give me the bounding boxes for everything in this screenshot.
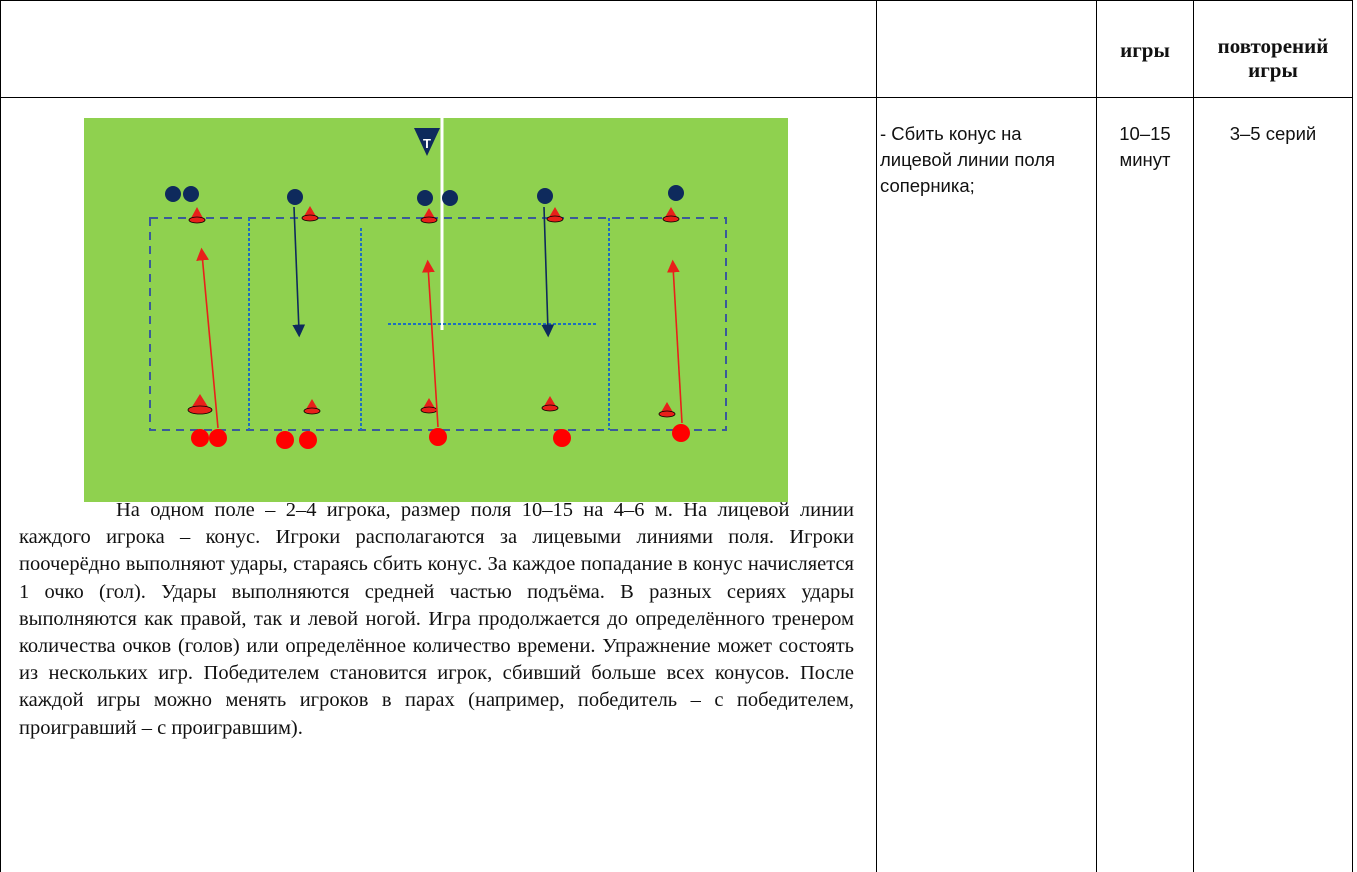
table-row-divider <box>0 97 1353 98</box>
player-dot-icon <box>209 429 227 447</box>
top-cones <box>188 206 680 224</box>
cone-icon <box>546 207 564 223</box>
cone-icon <box>541 396 559 412</box>
training-field-diagram: T <box>84 118 788 502</box>
cone-icon <box>187 394 213 415</box>
shot-arrow <box>541 206 555 338</box>
header-repetitions: повторений игры <box>1217 34 1329 82</box>
outer-dashed-boundary <box>149 217 727 431</box>
description-text: На одном поле – 2–4 игрока, размер поля … <box>19 499 854 739</box>
shot-arrow <box>292 206 306 338</box>
cone-icon <box>420 398 438 414</box>
player-dot-icon <box>672 424 690 442</box>
table-col-divider-3 <box>1193 0 1194 872</box>
player-dot-icon <box>287 189 303 205</box>
player-dot-icon <box>299 431 317 449</box>
red-players <box>191 424 690 449</box>
shot-arrow <box>196 247 219 429</box>
red-shot-arrows <box>196 247 683 429</box>
player-dot-icon <box>668 185 684 201</box>
exercise-duration: 10–15 минут <box>1119 123 1171 170</box>
cone-icon <box>658 402 676 418</box>
cone-icon <box>662 207 680 223</box>
player-dot-icon <box>417 190 433 206</box>
exercise-description: На одном поле – 2–4 игрока, размер поля … <box>19 497 854 742</box>
player-dot-icon <box>191 429 209 447</box>
table-col-divider-1 <box>876 0 877 872</box>
table-border-left <box>0 0 1 872</box>
player-dot-icon <box>537 188 553 204</box>
bottom-cones <box>187 394 676 418</box>
table-border-top <box>0 0 1353 1</box>
cone-icon <box>188 207 206 224</box>
player-dot-icon <box>276 431 294 449</box>
player-dot-icon <box>442 190 458 206</box>
player-dot-icon <box>183 186 199 202</box>
player-dot-icon <box>553 429 571 447</box>
blue-players <box>165 185 684 206</box>
exercise-goal: - Сбить конус на лицевой линии поля сопе… <box>880 123 1056 196</box>
table-border-right <box>1352 0 1353 872</box>
player-dot-icon <box>165 186 181 202</box>
header-duration: игры <box>1120 38 1170 62</box>
blue-shot-arrows <box>292 206 555 338</box>
coach-label: T <box>423 136 431 151</box>
cone-icon <box>303 399 321 415</box>
exercise-repetitions: 3–5 серий <box>1229 123 1317 144</box>
player-dot-icon <box>429 428 447 446</box>
cone-icon <box>420 208 438 224</box>
cone-icon <box>301 206 319 222</box>
table-col-divider-2 <box>1096 0 1097 872</box>
shot-arrow <box>422 259 439 428</box>
coach-triangle-icon: T <box>414 128 440 156</box>
shot-arrow <box>666 259 683 424</box>
